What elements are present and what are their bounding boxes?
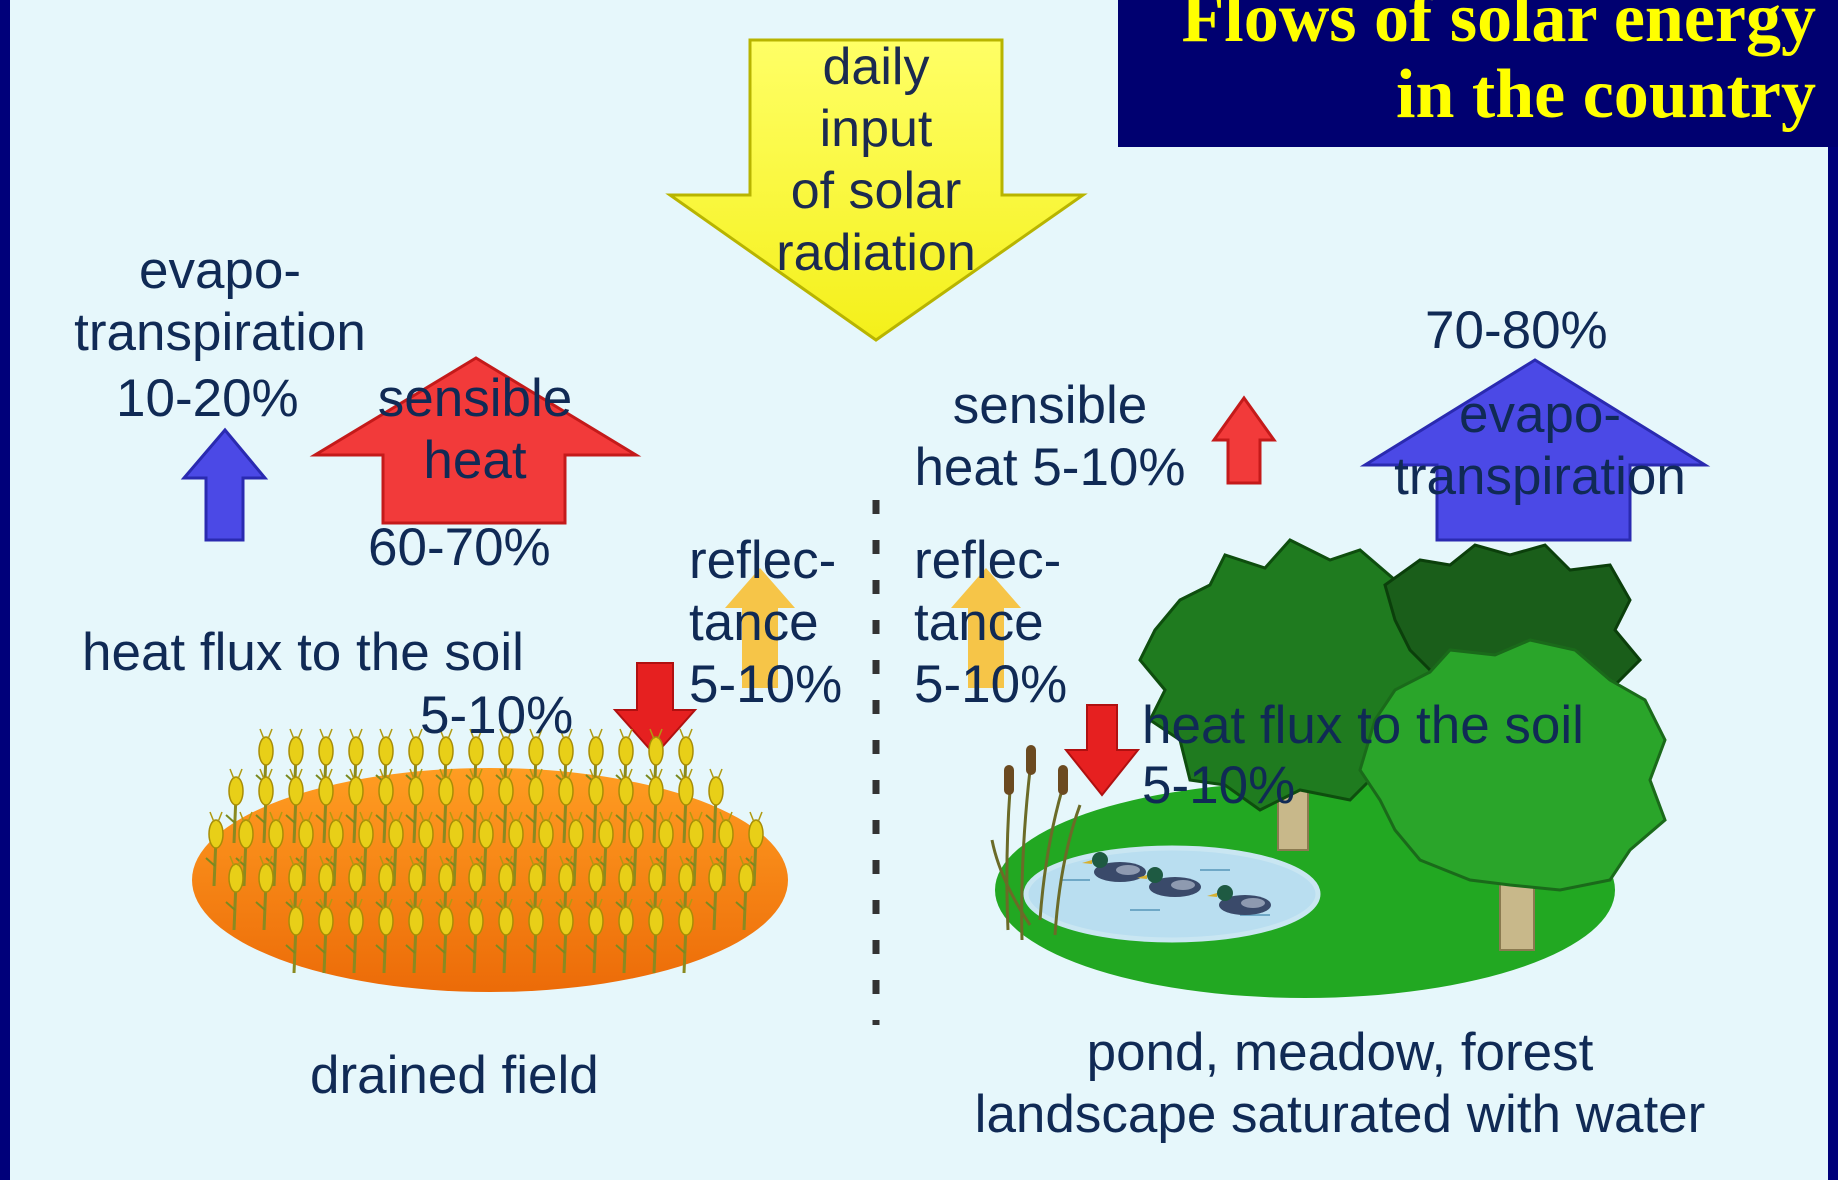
- wet-landscape-caption: pond, meadow, forest landscape saturated…: [974, 1023, 1706, 1144]
- pond-ripples: [1060, 869, 1270, 916]
- right-evapotranspiration-label: evapo- transpiration: [1394, 385, 1686, 506]
- left-evapotranspiration-arrow: [180, 427, 269, 542]
- right-soil-heat-label: heat flux to the soil: [1142, 696, 1584, 755]
- title-line-1: Flows of solar energy: [1181, 0, 1816, 57]
- title-box: Flows of solar energy in the country: [1118, 0, 1838, 147]
- solar-input-arrow: [665, 38, 1088, 342]
- trees: [1138, 538, 1667, 892]
- left-soil-heat-label: heat flux to the soil: [82, 623, 524, 682]
- left-reflectance-label: reflec- tance 5-10%: [689, 531, 843, 714]
- field-soil: [192, 768, 788, 992]
- right-sensible-heat-label: sensible heat 5-10%: [914, 376, 1186, 497]
- right-reflectance-label: reflec- tance 5-10%: [914, 531, 1068, 714]
- left-sensible-heat-value: 60-70%: [368, 518, 551, 577]
- drained-field-caption: drained field: [310, 1046, 599, 1105]
- right-sensible-heat-arrow: [1211, 395, 1277, 485]
- right-reflectance-arrow: [951, 568, 1021, 688]
- right-evapotranspiration-arrow: [1359, 358, 1711, 542]
- right-evapotranspiration-value: 70-80%: [1425, 301, 1608, 360]
- left-sensible-heat-label: sensible heat: [377, 369, 573, 490]
- left-evapotranspiration-value: 10-20%: [116, 369, 299, 428]
- cattails: [990, 745, 1082, 941]
- left-soil-heat-value: 5-10%: [420, 686, 574, 745]
- left-evapotranspiration-label: evapo- transpiration: [74, 241, 366, 362]
- tree-right: [1358, 638, 1667, 892]
- left-reflectance-arrow: [725, 568, 795, 688]
- solar-input-label: daily input of solar radiation: [776, 38, 976, 282]
- title-line-2: in the country: [1396, 56, 1816, 133]
- right-soil-heat-arrow: [1063, 704, 1141, 797]
- right-soil-heat-value: 5-10%: [1142, 756, 1296, 815]
- left-soil-heat-arrow: [612, 662, 698, 757]
- left-sensible-heat-arrow: [309, 356, 642, 525]
